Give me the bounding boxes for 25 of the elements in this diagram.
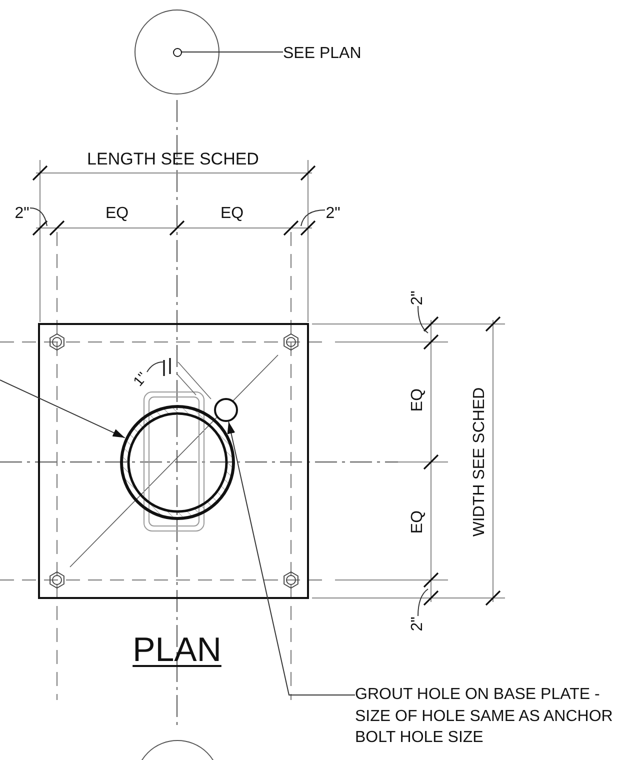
leader-line (146, 362, 164, 372)
dimension-text: WIDTH SEE SCHED (472, 387, 488, 537)
grout-hole (214, 398, 238, 422)
leader-line (227, 421, 356, 696)
pipe-column-section (120, 404, 234, 520)
dimension-text: EQ (410, 510, 426, 534)
note-text: GROUT HOLE ON BASE PLATE - SIZE OF HOLE SAME AS ANCHOR BOLT HOLE SIZE (355, 684, 633, 749)
leader-line (418, 588, 428, 616)
dimension-text: EQ (410, 388, 426, 412)
leader-line (30, 208, 48, 226)
grid-center-dot (172, 48, 182, 56)
dimension-text: 2" (14, 206, 30, 222)
callout-text: SEE PLAN (283, 43, 393, 65)
leader-line (0, 380, 126, 438)
dimension-text: 2" (410, 290, 426, 306)
dimension-text: 1" (130, 370, 150, 388)
dimension-text: LENGTH SEE SCHED (87, 150, 259, 168)
dimension-text: EQ (220, 206, 244, 222)
dimension-text: 2" (410, 616, 426, 632)
dimension-text: 2" (326, 206, 340, 222)
leader-line (300, 210, 326, 226)
dimension-tick-mark (163, 358, 171, 376)
view-title: PLAN (132, 633, 222, 667)
leader-line (418, 306, 428, 334)
dimension-text: EQ (105, 206, 129, 222)
